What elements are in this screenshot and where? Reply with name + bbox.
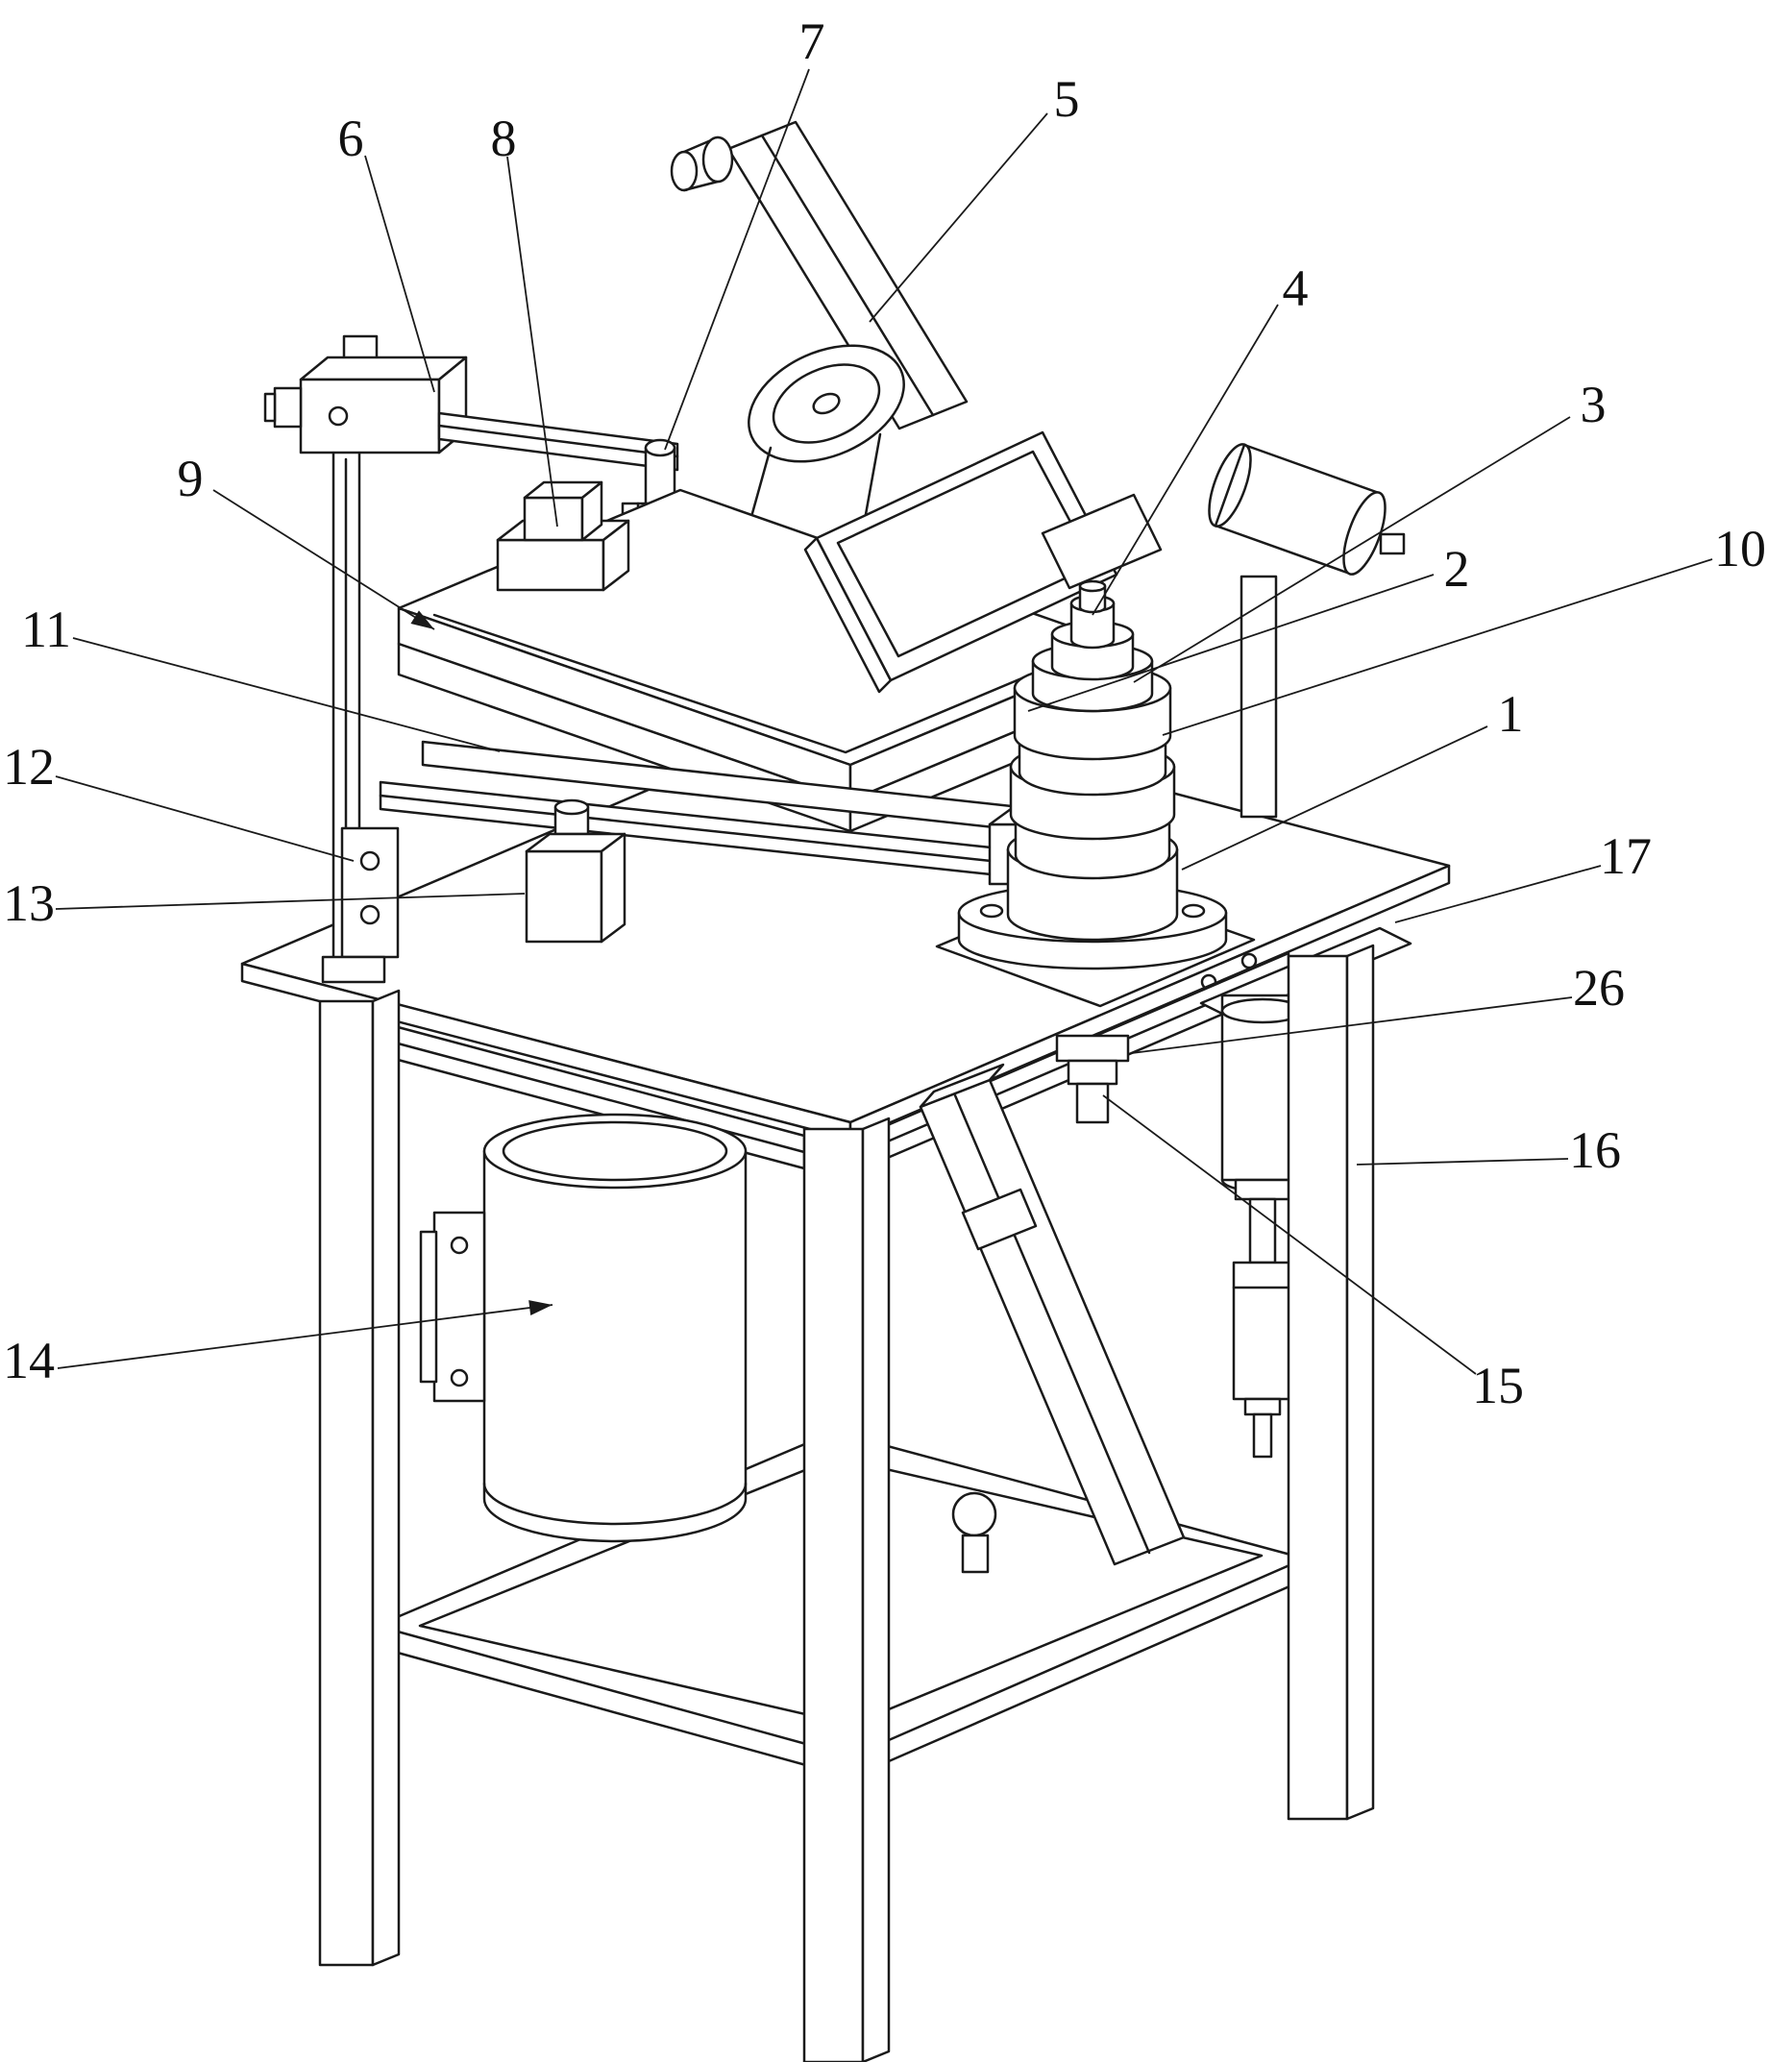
figure-label-15: 15 — [1472, 1357, 1524, 1414]
tank-bracket — [419, 1211, 486, 1403]
figure-label-26: 26 — [1573, 959, 1625, 1017]
leader-line-17 — [1394, 865, 1602, 923]
leader-line-8 — [506, 156, 558, 528]
post-bracket — [321, 826, 400, 984]
discharge-chute — [919, 1063, 1186, 1574]
leader-line-5 — [869, 112, 1048, 323]
motor-box — [263, 356, 468, 454]
leader-line-14 — [57, 1304, 553, 1369]
figure-label-7: 7 — [799, 12, 825, 70]
tank — [482, 1113, 748, 1543]
grinding-disc-stack — [935, 579, 1256, 1008]
top-roller — [670, 135, 734, 192]
leader-line-4 — [1092, 304, 1279, 616]
leader-arrow-9 — [410, 610, 434, 629]
leader-line-7 — [664, 68, 810, 451]
figure-label-9: 9 — [178, 450, 204, 507]
figure-label-17: 17 — [1600, 827, 1652, 885]
leader-line-6 — [364, 155, 435, 393]
leader-line-26 — [1131, 996, 1573, 1054]
figure-label-2: 2 — [1444, 540, 1470, 598]
pivot-pin — [644, 438, 676, 507]
leader-line-13 — [55, 893, 526, 910]
clamp-block — [525, 798, 626, 944]
leader-line-9 — [212, 489, 435, 630]
figure-label-5: 5 — [1054, 70, 1080, 128]
leader-line-15 — [1102, 1094, 1477, 1375]
figure-label-8: 8 — [491, 110, 517, 167]
figure-label-10: 10 — [1714, 520, 1766, 577]
leg-front-center — [802, 1117, 891, 2062]
figure-label-1: 1 — [1498, 685, 1524, 743]
leader-line-3 — [1133, 416, 1571, 683]
leader-line-2 — [1027, 574, 1435, 712]
leader-line-1 — [1181, 725, 1488, 871]
figure-label-13: 13 — [3, 874, 55, 932]
leader-line-12 — [55, 775, 355, 862]
figure-label-16: 16 — [1569, 1121, 1621, 1179]
leader-line-16 — [1356, 1158, 1569, 1166]
step-block — [496, 480, 630, 592]
figure-label-6: 6 — [338, 110, 364, 167]
leg-front-left — [318, 989, 401, 1967]
leg-right — [1287, 944, 1375, 1821]
figure-label-11: 11 — [21, 601, 71, 658]
cross-bar — [437, 411, 679, 472]
feed-cylinder — [1208, 443, 1406, 819]
figure-label-14: 14 — [3, 1332, 55, 1389]
leader-line-11 — [72, 637, 501, 752]
leader-arrow-14 — [528, 1300, 552, 1315]
figure-label-3: 3 — [1581, 376, 1607, 433]
figure-label-4: 4 — [1283, 259, 1309, 317]
figure-label-12: 12 — [3, 738, 55, 796]
leader-line-10 — [1162, 558, 1713, 736]
swing-arm — [726, 120, 969, 430]
spindle-coupling — [1055, 1034, 1130, 1124]
